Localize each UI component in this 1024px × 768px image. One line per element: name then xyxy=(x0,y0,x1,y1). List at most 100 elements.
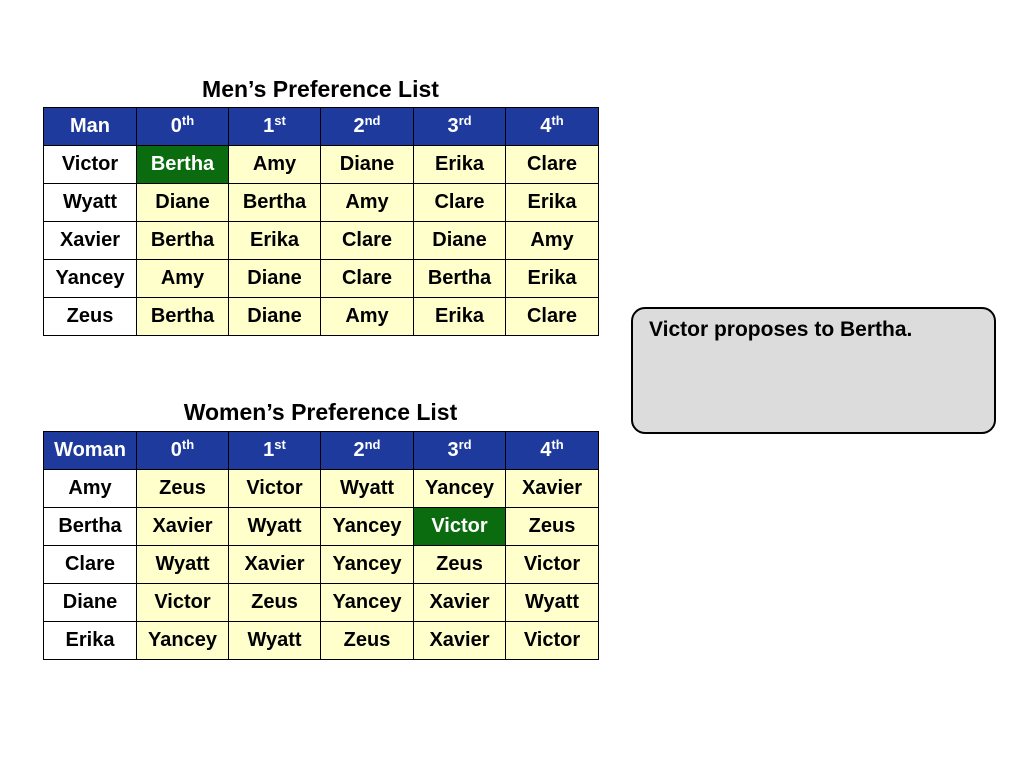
preference-cell: Xavier xyxy=(413,583,506,622)
preference-cell: Clare xyxy=(320,259,414,298)
preference-cell: Zeus xyxy=(136,469,229,508)
preference-cell: Amy xyxy=(228,145,321,184)
preference-cell: Wyatt xyxy=(228,621,321,660)
preference-cell: Zeus xyxy=(413,545,506,584)
header-rank-4: 4th xyxy=(505,431,599,470)
preference-cell: Clare xyxy=(320,221,414,260)
preference-cell: Victor xyxy=(136,583,229,622)
preference-cell: Amy xyxy=(320,297,414,336)
preference-cell: Wyatt xyxy=(505,583,599,622)
row-person-name: Erika xyxy=(43,621,137,660)
message-box: Victor proposes to Bertha. xyxy=(631,307,996,434)
rank-number: 3 xyxy=(447,439,459,461)
preference-cell: Amy xyxy=(505,221,599,260)
preference-cell: Yancey xyxy=(136,621,229,660)
rank-suffix: th xyxy=(551,437,564,452)
preference-cell: Erika xyxy=(413,297,506,336)
preference-cell: Xavier xyxy=(228,545,321,584)
preference-cell: Erika xyxy=(505,259,599,298)
rank-number: 3 xyxy=(447,115,459,137)
preference-cell: Clare xyxy=(505,297,599,336)
rank-number: 2 xyxy=(353,115,365,137)
preference-cell: Xavier xyxy=(505,469,599,508)
preference-cell: Bertha xyxy=(228,183,321,222)
rank-suffix: rd xyxy=(458,113,472,128)
row-person-name: Amy xyxy=(43,469,137,508)
preference-cell: Yancey xyxy=(320,583,414,622)
header-rank-2: 2nd xyxy=(320,107,414,146)
preference-cell: Amy xyxy=(320,183,414,222)
preference-cell: Zeus xyxy=(505,507,599,546)
preference-cell: Bertha xyxy=(136,221,229,260)
row-person-name: Diane xyxy=(43,583,137,622)
preference-cell: Victor xyxy=(505,621,599,660)
rank-number: 4 xyxy=(540,115,552,137)
header-rank-4: 4th xyxy=(505,107,599,146)
preference-cell: Victor xyxy=(505,545,599,584)
preference-cell: Diane xyxy=(136,183,229,222)
header-rank-2: 2nd xyxy=(320,431,414,470)
rank-suffix: nd xyxy=(364,437,381,452)
preference-cell: Zeus xyxy=(320,621,414,660)
preference-cell: Diane xyxy=(320,145,414,184)
preference-cell: Yancey xyxy=(413,469,506,508)
rank-suffix: st xyxy=(274,113,286,128)
rank-number: 4 xyxy=(540,439,552,461)
header-rank-0: 0th xyxy=(136,107,229,146)
rank-number: 0 xyxy=(170,439,182,461)
rank-number: 1 xyxy=(263,115,275,137)
preference-cell: Yancey xyxy=(320,507,414,546)
header-rank-1: 1st xyxy=(228,107,321,146)
header-rank-0: 0th xyxy=(136,431,229,470)
preference-cell: Wyatt xyxy=(136,545,229,584)
header-rank-1: 1st xyxy=(228,431,321,470)
preference-cell: Bertha xyxy=(136,297,229,336)
rank-suffix: nd xyxy=(364,113,381,128)
preference-cell: Diane xyxy=(228,259,321,298)
highlighted-preference-cell: Bertha xyxy=(136,145,229,184)
message-text: Victor proposes to Bertha. xyxy=(649,318,913,341)
row-person-name: Victor xyxy=(43,145,137,184)
row-person-name: Zeus xyxy=(43,297,137,336)
preference-cell: Xavier xyxy=(136,507,229,546)
row-person-name: Clare xyxy=(43,545,137,584)
header-first: Woman xyxy=(43,431,137,470)
preference-cell: Erika xyxy=(413,145,506,184)
rank-suffix: th xyxy=(181,113,195,128)
preference-cell: Diane xyxy=(228,297,321,336)
rank-number: 2 xyxy=(353,439,365,461)
row-person-name: Yancey xyxy=(43,259,137,298)
header-rank-3: 3rd xyxy=(413,431,506,470)
preference-cell: Amy xyxy=(136,259,229,298)
preference-cell: Wyatt xyxy=(228,507,321,546)
header-first: Man xyxy=(43,107,137,146)
men-preference-title: Men’s Preference List xyxy=(202,76,439,102)
rank-suffix: st xyxy=(274,437,286,452)
rank-number: 0 xyxy=(170,115,182,137)
preference-cell: Zeus xyxy=(228,583,321,622)
rank-suffix: th xyxy=(181,437,195,452)
highlighted-preference-cell: Victor xyxy=(413,507,506,546)
preference-cell: Yancey xyxy=(320,545,414,584)
rank-suffix: th xyxy=(551,113,564,128)
preference-cell: Erika xyxy=(505,183,599,222)
preference-cell: Bertha xyxy=(413,259,506,298)
header-rank-3: 3rd xyxy=(413,107,506,146)
preference-cell: Victor xyxy=(228,469,321,508)
row-person-name: Xavier xyxy=(43,221,137,260)
preference-cell: Diane xyxy=(413,221,506,260)
preference-cell: Wyatt xyxy=(320,469,414,508)
preference-cell: Clare xyxy=(505,145,599,184)
